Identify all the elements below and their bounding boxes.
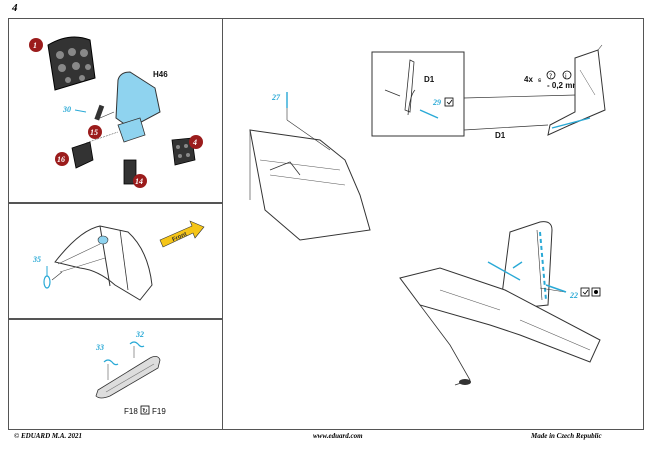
svg-text:4: 4 — [192, 138, 197, 147]
callout-4: 4 — [189, 135, 203, 149]
footer-copyright: © EDUARD M.A. 2021 — [14, 432, 83, 440]
callout-16: 16 — [55, 152, 69, 166]
svg-text:ꞩ: ꞩ — [538, 77, 542, 84]
tail-assembly-drawing — [399, 221, 601, 386]
svg-text:F18: F18 — [124, 407, 138, 416]
instrument-panel-drawing — [47, 36, 96, 91]
svg-text:- 0,2 mm: - 0,2 mm — [547, 81, 579, 90]
sub-panel-drawing — [94, 104, 146, 143]
h46-label: H46 — [153, 70, 168, 79]
front-arrow: Front — [159, 220, 205, 248]
bend-note: 4x ꞩ ? i - 0,2 mm — [524, 70, 579, 90]
svg-text:16: 16 — [57, 155, 65, 164]
svg-text:32: 32 — [135, 330, 144, 339]
f18-f19-label: F18 ↻ F19 — [124, 405, 166, 416]
side-panel-drawing — [171, 137, 196, 166]
part-32-drawing: 32 — [129, 330, 145, 358]
svg-text:D1: D1 — [424, 75, 435, 84]
part-27-drawing: 27 — [271, 92, 331, 151]
panel-canopy — [8, 203, 223, 319]
part-35-drawing: 35 — [32, 255, 63, 289]
page-number: 4 — [12, 2, 18, 14]
d1-label-2: D1 — [495, 131, 506, 140]
svg-text:4x: 4x — [524, 75, 533, 84]
callout-15: 15 — [88, 125, 102, 139]
callout-1: 1 — [29, 38, 43, 52]
svg-text:?: ? — [549, 73, 552, 80]
svg-text:14: 14 — [135, 177, 143, 186]
svg-text:F19: F19 — [152, 407, 166, 416]
svg-text:↻: ↻ — [142, 407, 148, 415]
part-30-label: 30 — [62, 105, 71, 114]
svg-text:15: 15 — [90, 128, 98, 137]
fuselage-drawing — [249, 129, 371, 241]
seat-part-drawing — [95, 356, 161, 399]
svg-text:22: 22 — [569, 291, 578, 300]
footer-made-in: Made in Czech Republic — [531, 432, 602, 440]
front-arrow-label: Front — [172, 232, 188, 244]
svg-text:33: 33 — [95, 343, 104, 352]
detail-d1-box: D1 29 — [371, 51, 577, 137]
rudder-detail-drawing — [547, 44, 606, 136]
panel-cockpit — [8, 18, 223, 203]
svg-text:1: 1 — [33, 41, 37, 50]
svg-text:27: 27 — [271, 93, 281, 102]
svg-text:i: i — [565, 73, 567, 80]
panel-h46-drawing: H46 — [115, 70, 168, 129]
svg-text:29: 29 — [432, 98, 441, 107]
part-33-drawing: 33 — [95, 343, 119, 380]
canopy-frame-drawing — [54, 225, 153, 301]
part-22-label: 22 — [569, 287, 601, 300]
footer-website: www.eduard.com — [313, 432, 363, 440]
callout-14: 14 — [133, 174, 147, 188]
small-panels-drawing — [71, 131, 137, 185]
svg-text:35: 35 — [32, 255, 41, 264]
